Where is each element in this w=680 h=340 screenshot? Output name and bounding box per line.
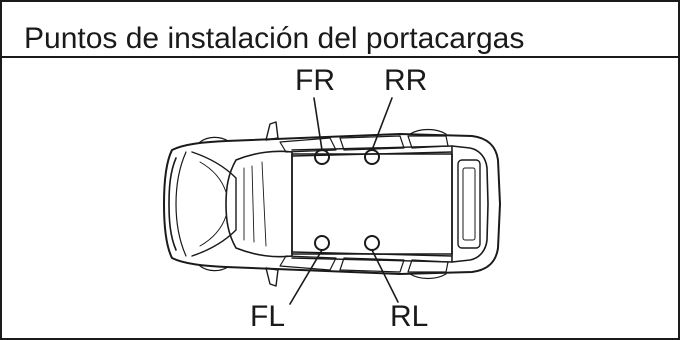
mirror-left xyxy=(265,267,279,287)
label-fr: FR xyxy=(295,64,335,97)
mount-point-fl xyxy=(314,235,330,251)
label-rl: RL xyxy=(390,300,429,333)
car-rear-tailgate xyxy=(451,145,489,263)
leader-fl xyxy=(289,249,323,305)
mount-point-rl xyxy=(364,235,380,251)
leader-rl xyxy=(371,249,399,303)
label-fl: FL xyxy=(250,300,286,333)
car-body-outline xyxy=(163,133,501,275)
title-bar: Puntos de instalación del portacargas xyxy=(2,2,680,58)
mount-point-rr xyxy=(364,149,380,165)
side-windows-left xyxy=(279,255,449,273)
mount-point-fr xyxy=(314,149,330,165)
diagram-title: Puntos de instalación del portacargas xyxy=(24,22,525,55)
leader-fr xyxy=(313,97,323,151)
car-windshield xyxy=(225,150,293,258)
car-front-bumper xyxy=(168,157,177,251)
label-rr: RR xyxy=(384,64,428,97)
mirror-right xyxy=(265,121,279,141)
car-hood xyxy=(191,151,237,257)
leader-rr xyxy=(371,97,393,151)
side-windows-right xyxy=(279,135,449,153)
